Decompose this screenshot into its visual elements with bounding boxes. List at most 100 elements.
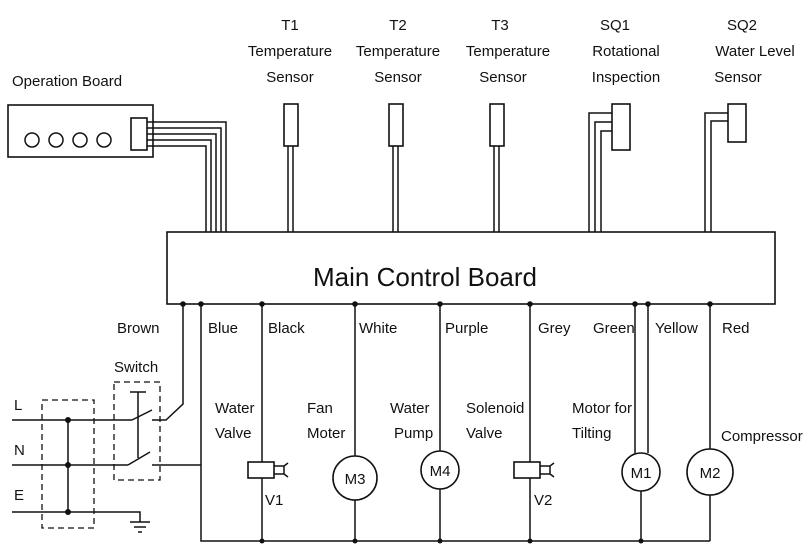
fan-motor-line2: Moter [307,425,345,442]
wire-label-black: Black [268,320,305,337]
water-valve-line2: Valve [215,425,251,442]
sensor-code: SQ2 [727,17,757,34]
wire-labels: Brown Blue Black White Purple Grey Green… [117,320,750,337]
tilt-motor-line1: Motor for [572,400,632,417]
main-control-board: Main Control Board [166,231,776,305]
water-valve-line1: Water [215,400,254,417]
sensor-body [611,103,631,151]
blue-common-wire [200,304,710,542]
water-pump-code: M4 [430,463,451,480]
sensor-wire [392,146,399,238]
compressor-label: Compressor [721,428,803,445]
operation-board: Operation Board [7,73,231,249]
junction [65,462,71,468]
water-pump-symbol [420,450,460,490]
water-pump: Water Pump M4 [390,304,460,544]
wire-label-white: White [359,320,397,337]
sensor-line2: Inspection [592,69,660,86]
operation-button [48,132,64,148]
ribbon-wire [147,133,217,236]
power-input: L N E [12,304,201,533]
ground-icon [130,521,150,533]
sensor-line1: Temperature [248,43,332,60]
solenoid-valve: Solenoid Valve V2 [466,304,555,544]
sensor-probe [489,103,505,147]
water-valve: Water Valve V1 [215,304,289,544]
switch-actuator [130,391,146,458]
sensor-sq2: SQ2 Water Level Sensor [696,17,795,251]
operation-button [24,132,40,148]
power-label-e: E [14,487,24,504]
ribbon-wire [147,145,207,236]
power-filter-box [41,399,95,529]
sensor-body [727,103,747,143]
sensor-line2: Sensor [266,69,314,86]
sensor-wire [588,112,612,238]
operation-board-label: Operation Board [12,73,122,90]
wire-label-red: Red [722,320,750,337]
sensor-code: T3 [491,17,509,34]
solenoid-valve-line2: Valve [466,425,502,442]
sensor-t2: T2 Temperature Sensor [356,17,440,250]
sensor-line2: Sensor [714,69,762,86]
sensor-t1: T1 Temperature Sensor [248,17,332,250]
sensor-wire [287,146,294,238]
switch-contact-n [127,451,151,466]
sensor-wire [493,146,500,238]
sensor-code: T2 [389,17,407,34]
solenoid-valve-code: V2 [534,492,552,509]
fan-motor-line1: Fan [307,400,333,417]
wire-label-yellow: Yellow [655,320,698,337]
sensor-line1: Water Level [715,43,794,60]
green-yellow-wire [634,304,649,453]
power-switch: Switch [113,359,161,481]
switch-contact-l [131,409,153,421]
junction [437,538,443,544]
sensor-line1: Temperature [466,43,550,60]
water-pump-line1: Water [390,400,429,417]
ribbon-wire [147,127,222,236]
sensor-wire [704,112,728,238]
tilt-motor-code: M1 [631,465,652,482]
sensor-probe [283,103,299,147]
wire-label-grey: Grey [538,320,571,337]
wire-label-blue: Blue [208,320,238,337]
solenoid-valve-line1: Solenoid [466,400,524,417]
water-pump-line2: Pump [394,425,433,442]
water-valve-coil [247,461,275,479]
junction [65,509,71,515]
water-valve-code: V1 [265,492,283,509]
sensor-code: SQ1 [600,17,630,34]
junction [527,538,533,544]
junction [65,417,71,423]
line-e-wire [12,511,141,522]
switch-box [113,381,161,481]
valve-icon [274,462,289,478]
fan-motor-symbol [332,455,378,501]
fan-motor: Fan Moter M3 [307,304,378,544]
wire-label-brown: Brown [117,320,160,337]
power-label-n: N [14,442,25,459]
main-control-board-label: Main Control Board [313,262,537,292]
junction [352,538,358,544]
sensor-line1: Rotational [592,43,660,60]
sensor-t3: T3 Temperature Sensor [466,17,550,250]
sensor-line2: Sensor [374,69,422,86]
ribbon-wire [147,121,227,236]
switch-label: Switch [114,359,158,376]
wire-label-purple: Purple [445,320,488,337]
junction [638,538,644,544]
tilt-motor: Motor for Tilting M1 [572,304,661,544]
compressor-symbol [686,448,734,496]
sensor-code: T1 [281,17,299,34]
fan-motor-code: M3 [345,471,366,488]
operation-button [96,132,112,148]
wire-label-green: Green [593,320,635,337]
compressor-code: M2 [700,465,721,482]
main-control-board-box [166,231,776,305]
tilt-motor-line2: Tilting [572,425,611,442]
sensor-line2: Sensor [479,69,527,86]
sensor-sq1: SQ1 Rotational Inspection [582,17,660,251]
operation-board-box [7,104,154,158]
